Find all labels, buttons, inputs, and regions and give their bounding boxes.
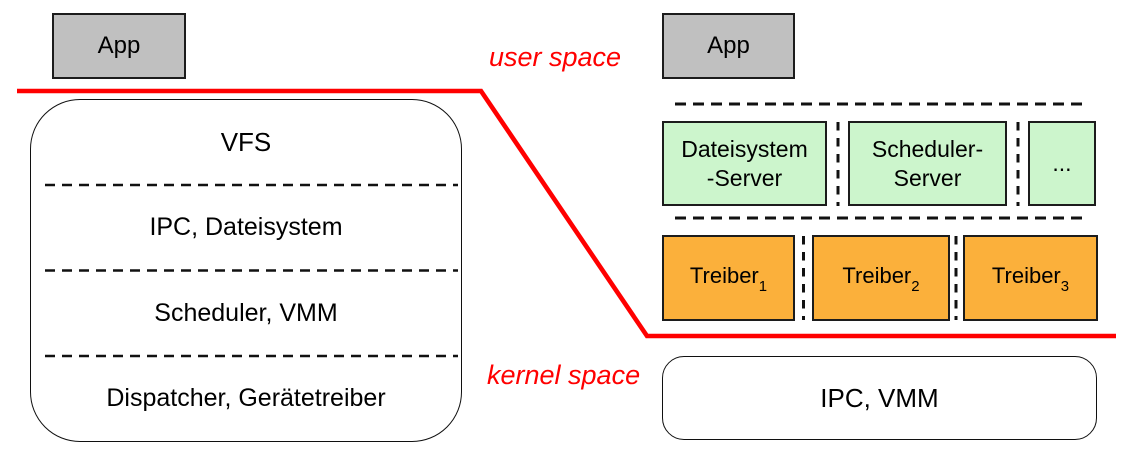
monolithic-app-label: App: [97, 32, 141, 59]
kernel-space-label: kernel space: [487, 360, 641, 390]
kernel-layer-vfs: VFS: [31, 100, 461, 185]
microkernel-ipc-vmm-label: IPC, VMM: [820, 382, 939, 413]
driver-box-treiber3: Treiber3: [963, 235, 1098, 321]
driver-box-treiber1: Treiber1: [662, 235, 795, 321]
monolithic-app-box: App: [52, 13, 186, 79]
server-box-ellipsis: ...: [1028, 121, 1096, 206]
server-box-scheduler-label: Scheduler- Server: [871, 135, 984, 191]
server-box-dateisystem-label: Dateisystem -Server: [681, 135, 808, 191]
driver-box-treiber1-label: Treiber1: [689, 263, 768, 296]
driver-box-treiber2-label: Treiber2: [842, 263, 920, 296]
microkernel-app-label: App: [707, 32, 750, 59]
monolithic-kernel-box: VFS IPC, Dateisystem Scheduler, VMM Disp…: [30, 99, 462, 442]
microkernel-ipc-vmm-box: IPC, VMM: [662, 356, 1097, 440]
kernel-layer-scheduler-vmm-label: Scheduler, VMM: [154, 298, 338, 327]
microkernel-app-box: App: [662, 13, 795, 79]
kernel-layer-scheduler-vmm: Scheduler, VMM: [31, 271, 461, 356]
kernel-layer-dispatcher-geraetetreiber-label: Dispatcher, Gerätetreiber: [106, 383, 386, 412]
server-box-dateisystem: Dateisystem -Server: [662, 121, 827, 206]
user-space-label: user space: [489, 42, 622, 72]
kernel-layer-vfs-label: VFS: [220, 127, 272, 158]
kernel-layer-ipc-dateisystem: IPC, Dateisystem: [31, 185, 461, 270]
server-box-scheduler: Scheduler- Server: [848, 121, 1007, 206]
server-box-ellipsis-label: ...: [1052, 150, 1072, 176]
driver-box-treiber2: Treiber2: [812, 235, 950, 321]
kernel-layer-ipc-dateisystem-label: IPC, Dateisystem: [149, 213, 343, 242]
driver-box-treiber3-label: Treiber3: [991, 263, 1070, 296]
kernel-layer-dispatcher-geraetetreiber: Dispatcher, Gerätetreiber: [31, 356, 461, 441]
